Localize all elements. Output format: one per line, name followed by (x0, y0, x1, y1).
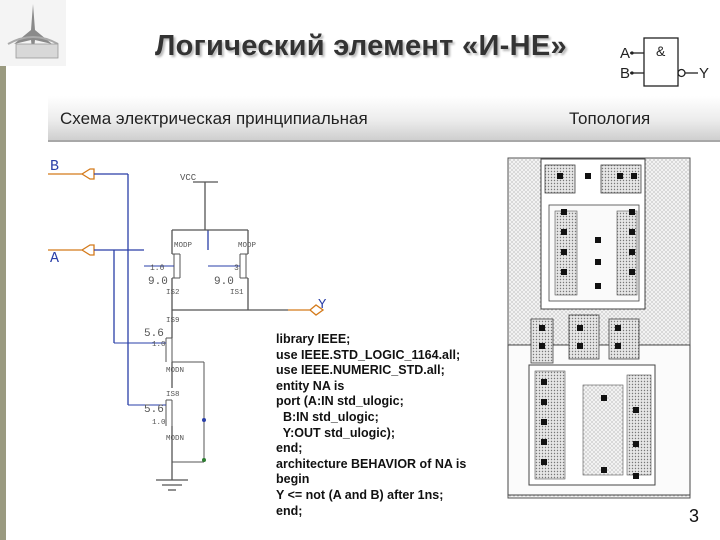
code-line: end; (276, 503, 303, 518)
page-number: 3 (689, 506, 700, 526)
code-line: use IEEE.STD_LOGIC_1164.all; (276, 347, 461, 362)
gate-output-label: Y (699, 65, 709, 82)
code-line: architecture BEHAVIOR of NA is (276, 456, 467, 471)
code-line: Y <= not (A and B) after 1ns; (276, 487, 444, 502)
code-line: B:IN std_ulogic; (276, 409, 379, 424)
pmos1-l: 9.0 (148, 276, 168, 288)
code-line: use IEEE.NUMERIC_STD.all; (276, 363, 445, 378)
section-header-bar (48, 96, 720, 142)
pmos2-w: 3 (234, 264, 239, 273)
schematic-label-b: B (50, 158, 59, 175)
nmos2-l: 1.0 (152, 419, 166, 427)
gate-input-a-label: A (620, 45, 630, 62)
pmos2-model: MODP (238, 242, 257, 250)
nmos1-l: 1.0 (152, 341, 166, 349)
schematic-heading: Схема электрическая принципиальная (60, 109, 368, 128)
nand-gate-symbol: A B & Y (620, 37, 709, 87)
code-line: entity NA is (276, 378, 345, 393)
code-line: begin (276, 472, 310, 487)
nmos2-name: IS8 (166, 391, 180, 399)
left-accent-bar (0, 0, 6, 540)
pmos1-w: 1.0 (150, 264, 165, 273)
university-logo-icon (0, 0, 66, 66)
code-line: port (A:IN std_ulogic; (276, 394, 404, 409)
pmos2-name: IS1 (230, 289, 244, 297)
cmos-nand-schematic: B A VCC MODP 1.0 9.0 IS2 MODP 3 9.0 IS1 … (48, 150, 328, 500)
gate-operator: & (656, 43, 666, 59)
topology-heading: Топология (569, 109, 651, 128)
vhdl-code-block: library IEEE; use IEEE.STD_LOGIC_1164.al… (276, 332, 506, 519)
pmos2-l: 9.0 (214, 276, 234, 288)
vcc-label: VCC (180, 173, 197, 183)
pmos1-model: MODP (174, 242, 193, 250)
pmos1-name: IS2 (166, 289, 180, 297)
code-line: library IEEE; (276, 332, 351, 346)
nmos2-w: 5.6 (144, 404, 164, 416)
nmos2-model: MODN (166, 435, 184, 443)
page-title: Логический элемент «И-НЕ» (155, 30, 567, 62)
code-line: end; (276, 441, 303, 456)
schematic-label-y: Y (318, 297, 327, 313)
code-line: Y:OUT std_ulogic); (276, 425, 395, 440)
gate-input-b-label: B (620, 65, 630, 82)
nmos1-name: IS9 (166, 317, 180, 325)
nmos1-model: MODN (166, 367, 184, 375)
chip-topology-layout (505, 155, 697, 520)
nmos1-w: 5.6 (144, 328, 164, 340)
schematic-label-a: A (50, 250, 59, 267)
